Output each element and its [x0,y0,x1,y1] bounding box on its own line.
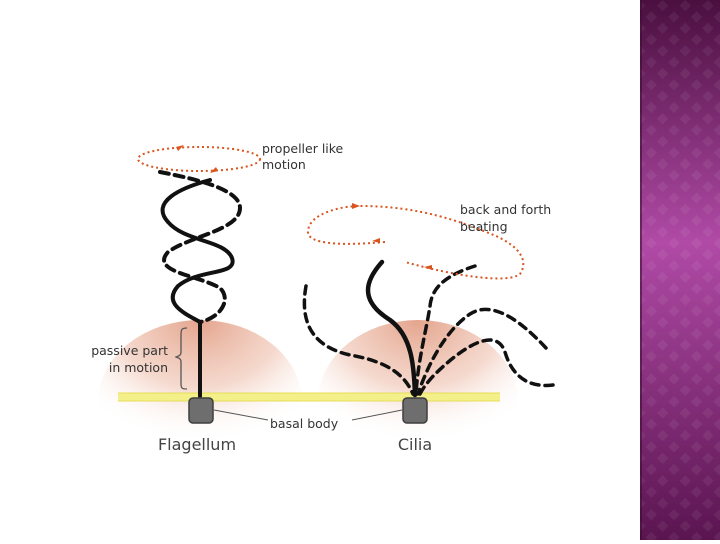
flagellum [158,170,243,398]
cilium-recovery-dash-2 [414,264,477,396]
passive-label-line2: in motion [109,360,168,375]
flagellum-title: Flagellum [158,435,236,454]
flagellum-helix-solid [160,178,235,398]
passive-bracket [174,327,188,390]
basal-body-leader-right [351,409,403,421]
motion-arrow [210,167,218,173]
passive-label-line1: passive part [91,343,168,358]
propeller-label-line1: propeller like [262,141,344,156]
cilium-power-stroke [365,259,418,398]
side-panel-pattern [640,0,720,540]
flagella-cilia-diagram: propeller like motion back and forth bea… [91,141,555,484]
cilium-recovery-dash-1 [302,284,415,396]
propeller-orbit-arrow [137,146,261,172]
flagellum-helix-dashed [158,170,243,324]
cilia [302,259,555,398]
cilium-recovery-dash-3 [416,307,548,396]
side-panel-decoration [640,0,720,540]
beating-label-line2: beating [460,219,508,234]
basal-body-leader-left [213,409,269,421]
basal-body-block [402,397,428,424]
motion-arrow [176,145,184,151]
basal-body-block [188,397,214,424]
beating-label-line1: back and forth [460,202,551,217]
motion-arrow [424,265,432,270]
cell-membrane [118,393,500,401]
cilium-recovery-dash-4 [418,338,555,396]
propeller-label-line2: motion [262,157,306,172]
cilia-title: Cilia [398,435,432,454]
basal-body-label: basal body [270,416,339,431]
slide: propeller like motion back and forth bea… [91,141,555,484]
motion-arrow [352,203,360,209]
motion-arrow [372,238,380,243]
